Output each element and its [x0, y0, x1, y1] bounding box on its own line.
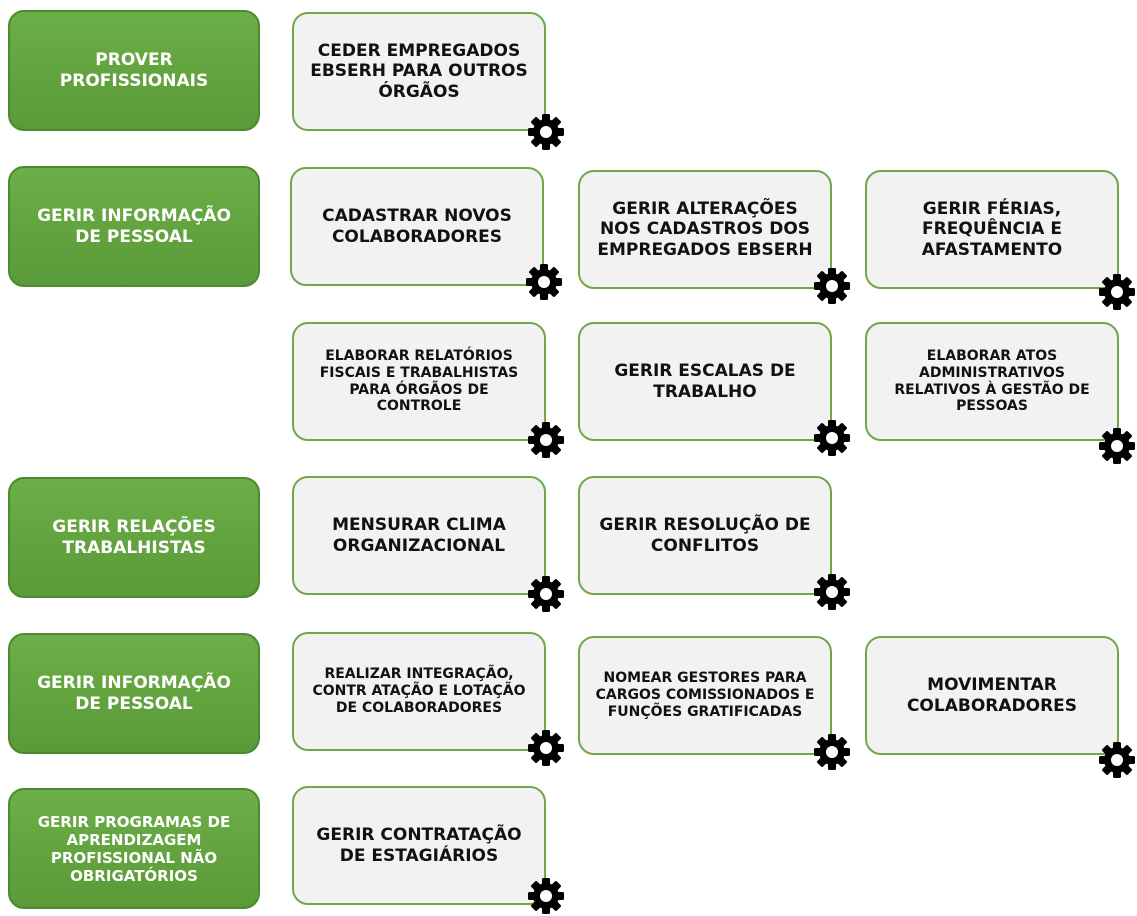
gear-icon [528, 422, 564, 458]
process-gerir-contratacao-estagiarios: GERIR CONTRATAÇÃO DE ESTAGIÁRIOS [292, 786, 546, 905]
process-gerir-resolucao-conflitos: GERIR RESOLUÇÃO DE CONFLITOS [578, 476, 832, 595]
process-gerir-alteracoes-cadastros: GERIR ALTERAÇÕES NOS CADASTROS DOS EMPRE… [578, 170, 832, 289]
gear-icon [814, 574, 850, 610]
process-gerir-escalas-trabalho: GERIR ESCALAS DE TRABALHO [578, 322, 832, 441]
process-label: GERIR FÉRIAS, FREQUÊNCIA E AFASTAMENTO [921, 198, 1063, 260]
process-label: MOVIMENTAR COLABORADORES [906, 675, 1078, 716]
gear-icon [528, 576, 564, 612]
group-label: PROVER PROFISSIONAIS [59, 50, 209, 91]
group-label: GERIR INFORMAÇÃO DE PESSOAL [37, 673, 231, 714]
process-movimentar-colaboradores: MOVIMENTAR COLABORADORES [865, 636, 1119, 755]
process-label: NOMEAR GESTORES PARA CARGOS COMISSIONADO… [595, 670, 815, 720]
group-label: GERIR PROGRAMAS DE APRENDIZAGEM PROFISSI… [37, 812, 231, 885]
group-label: GERIR INFORMAÇÃO DE PESSOAL [37, 206, 231, 247]
process-elaborar-atos-administrativos: ELABORAR ATOS ADMINISTRATIVOS RELATIVOS … [865, 322, 1119, 441]
group-gerir-informacao-pessoal-1: GERIR INFORMAÇÃO DE PESSOAL [8, 166, 260, 287]
process-label: MENSURAR CLIMA ORGANIZACIONAL [332, 515, 506, 556]
process-label: CADASTRAR NOVOS COLABORADORES [322, 206, 512, 247]
gear-icon [814, 420, 850, 456]
process-realizar-integracao: REALIZAR INTEGRAÇÃO, CONTR ATAÇÃO E LOTA… [292, 632, 546, 751]
process-label: GERIR RESOLUÇÃO DE CONFLITOS [599, 515, 811, 556]
process-label: ELABORAR ATOS ADMINISTRATIVOS RELATIVOS … [894, 347, 1090, 415]
gear-icon [814, 268, 850, 304]
group-label: GERIR RELAÇÕES TRABALHISTAS [52, 517, 216, 558]
process-nomear-gestores: NOMEAR GESTORES PARA CARGOS COMISSIONADO… [578, 636, 832, 755]
process-cadastrar-novos-colaboradores: CADASTRAR NOVOS COLABORADORES [290, 167, 544, 286]
process-label: CEDER EMPREGADOS EBSERH PARA OUTROS ÓRGÃ… [310, 40, 528, 102]
process-label: GERIR ALTERAÇÕES NOS CADASTROS DOS EMPRE… [597, 198, 813, 260]
gear-icon [528, 730, 564, 766]
process-gerir-ferias-frequencia: GERIR FÉRIAS, FREQUÊNCIA E AFASTAMENTO [865, 170, 1119, 289]
group-gerir-programas-aprendizagem: GERIR PROGRAMAS DE APRENDIZAGEM PROFISSI… [8, 788, 260, 909]
process-mensurar-clima: MENSURAR CLIMA ORGANIZACIONAL [292, 476, 546, 595]
group-gerir-relacoes-trabalhistas: GERIR RELAÇÕES TRABALHISTAS [8, 477, 260, 598]
process-label: REALIZAR INTEGRAÇÃO, CONTR ATAÇÃO E LOTA… [312, 666, 526, 716]
gear-icon [1099, 428, 1135, 464]
process-ceder-empregados: CEDER EMPREGADOS EBSERH PARA OUTROS ÓRGÃ… [292, 12, 546, 131]
process-label: ELABORAR RELATÓRIOS FISCAIS E TRABALHIST… [319, 347, 519, 415]
gear-icon [528, 114, 564, 150]
gear-icon [1099, 274, 1135, 310]
group-prover-profissionais: PROVER PROFISSIONAIS [8, 10, 260, 131]
group-gerir-informacao-pessoal-2: GERIR INFORMAÇÃO DE PESSOAL [8, 633, 260, 754]
process-label: GERIR CONTRATAÇÃO DE ESTAGIÁRIOS [316, 825, 522, 866]
gear-icon [1099, 742, 1135, 778]
process-elaborar-relatorios-fiscais: ELABORAR RELATÓRIOS FISCAIS E TRABALHIST… [292, 322, 546, 441]
gear-icon [814, 734, 850, 770]
process-label: GERIR ESCALAS DE TRABALHO [614, 361, 796, 402]
gear-icon [528, 878, 564, 914]
gear-icon [526, 264, 562, 300]
